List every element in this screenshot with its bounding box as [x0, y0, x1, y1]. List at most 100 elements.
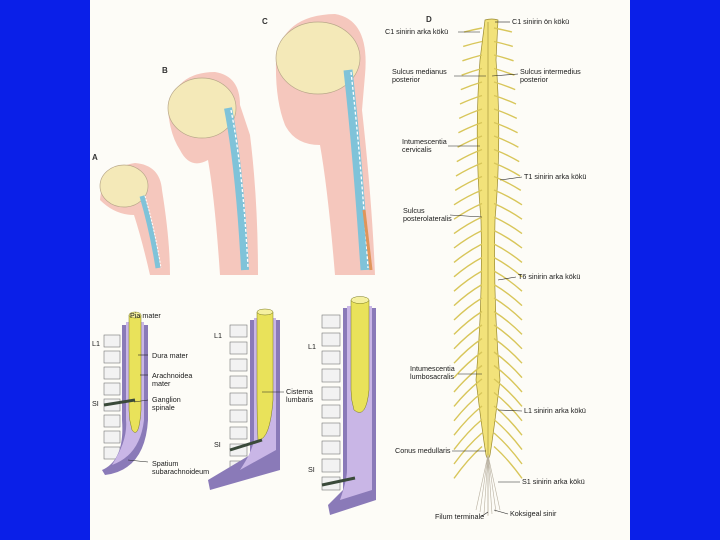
- nerve-root: [493, 256, 523, 278]
- nerve-root: [493, 162, 521, 177]
- label-filum-terminale: Filum terminale: [435, 512, 484, 521]
- nerve-root: [493, 175, 522, 191]
- nerve-root: [453, 418, 483, 451]
- label-conus-medullaris: Conus medullaris: [395, 446, 451, 455]
- nerve-root: [493, 216, 523, 235]
- nerve-root: [460, 81, 483, 91]
- nerve-root: [453, 310, 483, 335]
- embryo-a: [99, 163, 170, 275]
- nerve-root: [493, 351, 523, 379]
- label-dura-mater: Dura mater: [152, 351, 189, 360]
- nerve-root: [493, 405, 523, 436]
- nerve-root: [462, 54, 483, 62]
- nerve-root: [458, 121, 483, 134]
- panel-label-d: D: [426, 15, 432, 24]
- nerve-root: [493, 40, 513, 48]
- nerve-root: [461, 67, 483, 76]
- nerve-root: [453, 364, 483, 393]
- nerve-root: [493, 418, 523, 451]
- label-s1-a: SI: [92, 399, 99, 408]
- label-s1-arka: S1 sinirin arka kökü: [522, 477, 585, 486]
- nerve-root: [453, 391, 483, 422]
- nerve-root: [453, 351, 483, 379]
- label-l1-b: L1: [214, 331, 222, 340]
- nerve-root: [453, 337, 483, 364]
- nerve-root: [493, 391, 523, 422]
- spinal-cord-illustration: A B C: [92, 14, 586, 521]
- label-arachnoidea-2: mater: [152, 379, 171, 388]
- label-koksigeal-sinir: Koksigeal sinir: [510, 509, 557, 518]
- nerve-root: [493, 445, 523, 479]
- panel-label-b: B: [162, 66, 168, 75]
- nerve-root: [458, 108, 483, 120]
- nerve-root: [493, 310, 523, 335]
- nerve-root: [453, 202, 483, 220]
- nerve-root: [454, 175, 483, 191]
- nerve-root: [453, 297, 483, 321]
- nerve-root: [493, 243, 523, 263]
- nerve-root: [493, 121, 518, 134]
- label-sulcus-medianus-2: posterior: [392, 75, 421, 84]
- nerve-root: [493, 135, 519, 148]
- label-int-cervicalis-1: Intumescentia: [402, 137, 447, 146]
- nerve-root: [453, 432, 483, 465]
- nerve-root: [493, 297, 523, 321]
- nerve-root: [493, 364, 523, 393]
- nerve-root: [493, 270, 523, 292]
- nerve-root: [455, 162, 483, 177]
- nerve-root: [493, 54, 514, 62]
- nerve-root: [453, 378, 483, 407]
- anatomy-plate: A B C: [90, 0, 630, 540]
- nerve-root: [453, 216, 483, 235]
- label-ganglion-2: spinale: [152, 403, 175, 412]
- nerve-root: [493, 378, 523, 407]
- meninges-panel-2: [208, 308, 280, 490]
- label-sulcus-medianus-1: Sulcus medianus: [392, 67, 447, 76]
- label-spatium-1: Spatium: [152, 459, 178, 468]
- nerve-root: [493, 27, 513, 33]
- embryo-b: [167, 72, 258, 275]
- nerve-root: [453, 256, 483, 278]
- panel-label-c: C: [262, 17, 268, 26]
- nerve-root: [453, 283, 483, 307]
- label-s1-b: SI: [214, 440, 221, 449]
- label-cisterna-1: Cisterna: [286, 387, 313, 396]
- label-sulcus-posterolateralis-2: posterolateralis: [403, 214, 452, 223]
- label-arachnoidea-1: Arachnoidea: [152, 371, 192, 380]
- nerve-root: [493, 229, 523, 249]
- nerve-root: [453, 229, 483, 249]
- label-c1-on: C1 sinirin ön kökü: [512, 17, 569, 26]
- label-cisterna-2: lumbaris: [286, 395, 314, 404]
- label-l1-a: L1: [92, 339, 100, 348]
- nerve-root: [463, 27, 483, 33]
- label-l1-c: L1: [308, 342, 316, 351]
- label-spatium-2: subarachnoideum: [152, 467, 209, 476]
- nerve-root: [453, 189, 483, 206]
- nerve-root: [493, 148, 520, 163]
- label-l1-arka: L1 sinirin arka kökü: [524, 406, 586, 415]
- nerve-root: [493, 283, 523, 307]
- label-sulcus-intermedius-2: posterior: [520, 75, 549, 84]
- panel-label-a: A: [92, 153, 98, 162]
- nerve-root: [453, 445, 483, 479]
- meninges-panel-1: [102, 311, 148, 475]
- nerve-root: [453, 243, 483, 263]
- spinal-cord-d: [453, 18, 523, 516]
- label-int-lumbosacralis-2: lumbosacralis: [410, 372, 454, 381]
- embryo-c: [275, 14, 375, 275]
- label-ganglion-1: Ganglion: [152, 395, 181, 404]
- nerve-root: [456, 148, 483, 163]
- label-s1-c: SI: [308, 465, 315, 474]
- nerve-root: [453, 324, 483, 350]
- meninges-panel-3: [321, 296, 376, 515]
- label-t1-arka: T1 sinirin arka kökü: [524, 172, 586, 181]
- nerve-root: [459, 94, 483, 105]
- nerve-root: [493, 189, 523, 206]
- nerve-root: [463, 40, 483, 48]
- nerve-root: [493, 202, 523, 220]
- label-pia-mater: Pia mater: [130, 311, 161, 320]
- nerve-root: [493, 337, 523, 364]
- label-sulcus-posterolateralis-1: Sulcus: [403, 206, 425, 215]
- nerve-root: [493, 324, 523, 350]
